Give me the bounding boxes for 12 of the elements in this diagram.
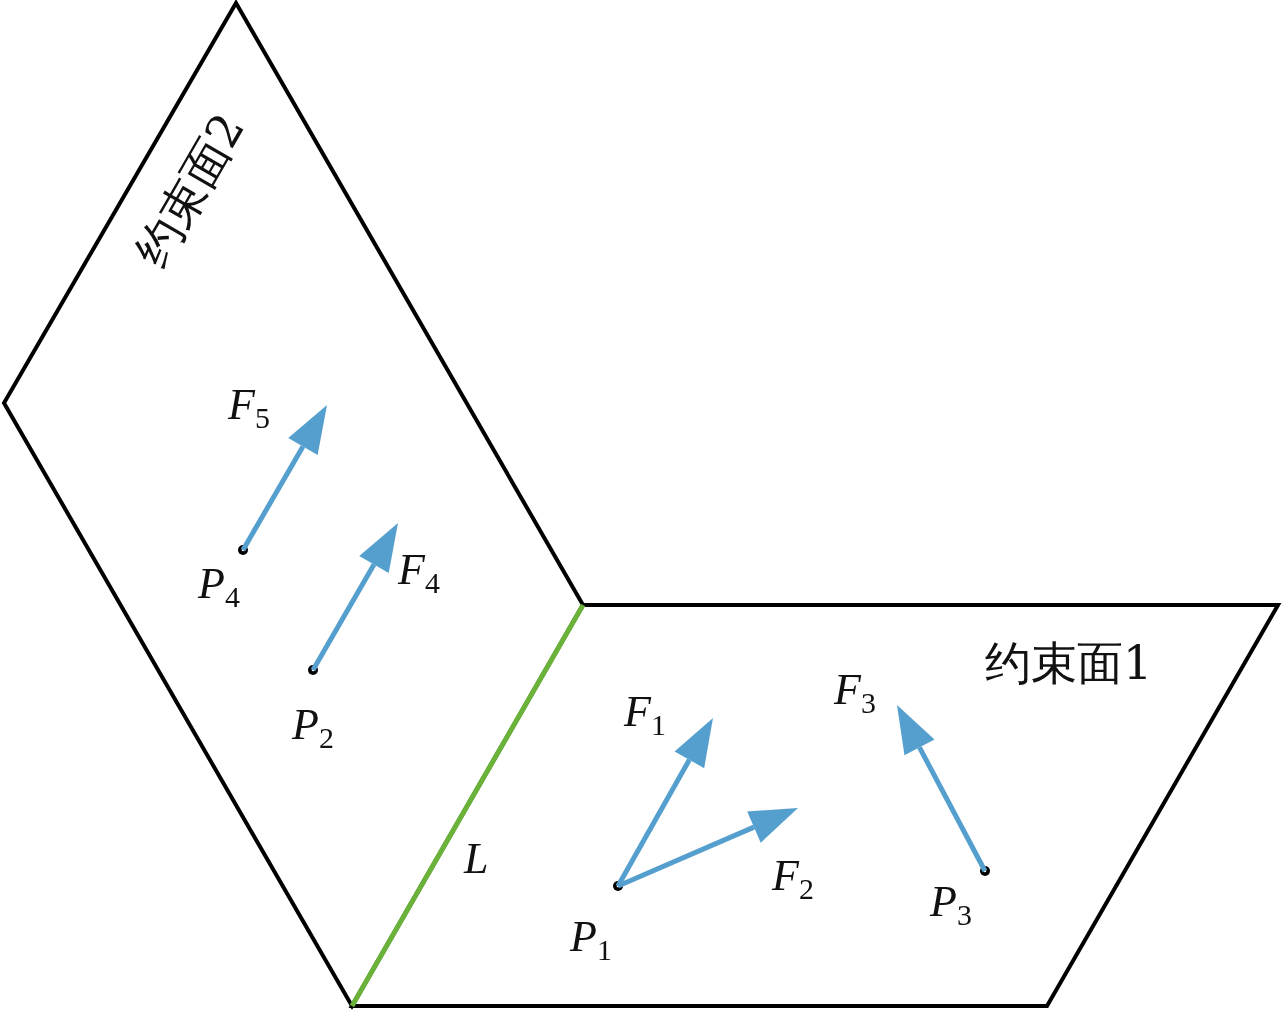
face-label: 约束面2 [128, 106, 252, 274]
force-label: F$_{2}$ [772, 854, 814, 904]
point-label: P$_{1}$ [570, 915, 612, 965]
force-label: F$_{5}$ [228, 383, 270, 433]
point-label: P$_{2}$ [292, 703, 334, 753]
force-label: F$_{4}$ [398, 548, 440, 598]
force-label: F$_{1}$ [624, 690, 666, 740]
line-label: L [464, 837, 489, 881]
force-label: F$_{3}$ [834, 668, 876, 718]
face-label: 约束面1 [985, 640, 1153, 686]
point-label: P$_{3}$ [930, 880, 972, 930]
point-label: P$_{4}$ [198, 562, 240, 612]
